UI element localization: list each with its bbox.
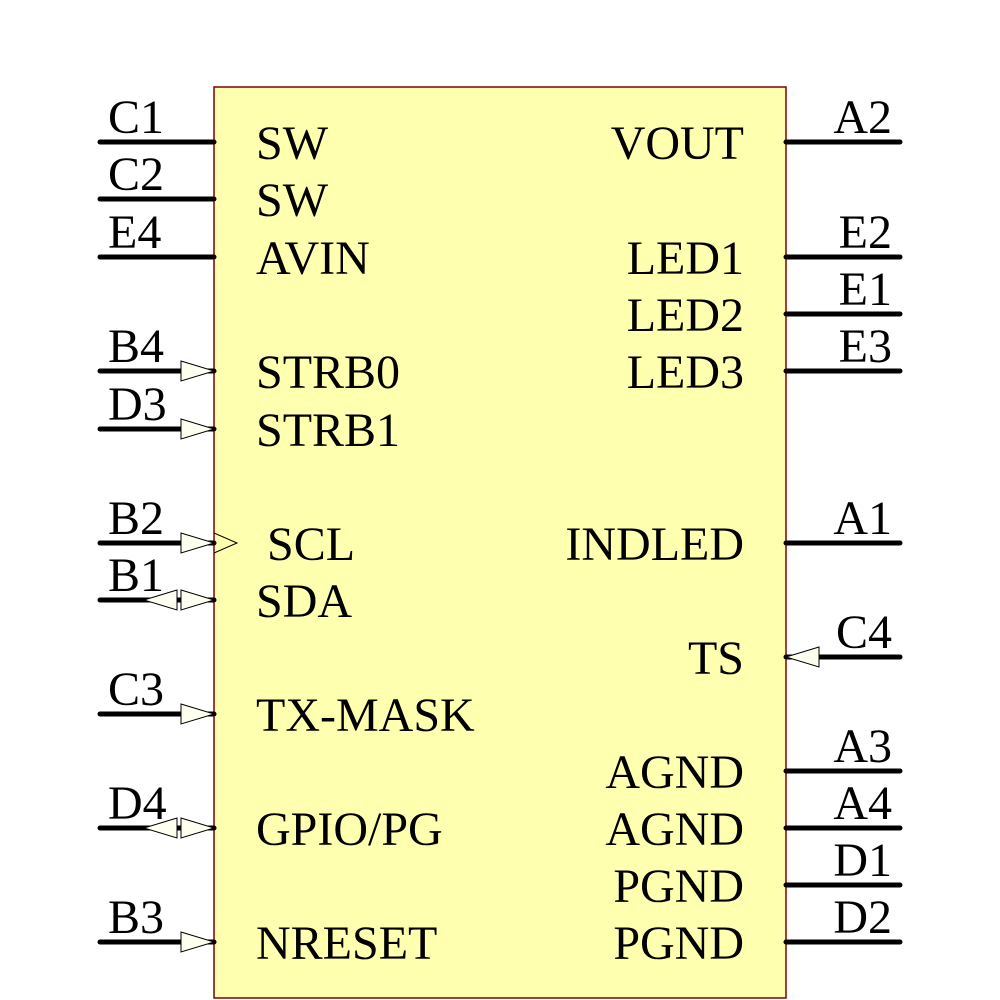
- pin-right-e3[interactable]: E3 LED3: [627, 320, 903, 399]
- pin-right-a4[interactable]: A4 AGND: [605, 777, 903, 856]
- pin-name: SW: [256, 174, 329, 227]
- pin-name: AVIN: [256, 232, 370, 285]
- pin-right-d2[interactable]: D2 PGND: [613, 891, 903, 970]
- pin-name: PGND: [613, 917, 744, 970]
- pin-number: A3: [833, 720, 892, 773]
- pin-name: STRB0: [256, 346, 400, 399]
- input-arrow-icon: [180, 589, 216, 611]
- pin-name: AGND: [605, 746, 744, 799]
- pin-left-b3[interactable]: B3 NRESET: [97, 891, 437, 970]
- pin-number: E3: [839, 320, 892, 373]
- pin-number: C2: [108, 148, 164, 201]
- input-arrow-icon: [180, 532, 216, 554]
- pin-name: LED1: [627, 232, 744, 285]
- output-arrow-icon: [142, 817, 178, 839]
- pin-name: VOUT: [611, 117, 744, 170]
- pin-right-a1[interactable]: A1 INDLED: [565, 492, 903, 571]
- pin-number: B3: [108, 891, 164, 944]
- pin-name: GPIO/PG: [256, 803, 443, 856]
- pin-left-c3[interactable]: C3 TX-MASK: [97, 663, 475, 742]
- input-arrow-icon: [180, 931, 216, 953]
- right-pins: A2VOUTE2LED1E1LED2E3LED3A1INDLEDC4TSA3AG…: [565, 91, 903, 970]
- pin-right-a3[interactable]: A3 AGND: [605, 720, 903, 799]
- pin-right-d1[interactable]: D1 PGND: [613, 834, 903, 913]
- pin-number: B4: [108, 320, 164, 373]
- pin-left-d3[interactable]: D3 STRB1: [97, 378, 400, 457]
- pin-number: D2: [833, 891, 892, 944]
- pin-name: SCL: [267, 518, 355, 571]
- pin-number: C4: [836, 606, 892, 659]
- output-arrow-icon: [142, 589, 178, 611]
- pin-left-b2[interactable]: B2 SCL: [97, 492, 355, 571]
- pin-name: AGND: [605, 803, 744, 856]
- clock-symbol-icon: [213, 532, 239, 554]
- pin-left-e4[interactable]: E4 AVIN: [97, 206, 370, 285]
- input-arrow-icon: [180, 703, 216, 725]
- pin-right-a2[interactable]: A2 VOUT: [611, 91, 903, 170]
- pin-number: B2: [108, 492, 164, 545]
- pin-name: NRESET: [256, 917, 437, 970]
- pin-number: B1: [108, 549, 164, 602]
- pin-left-c1[interactable]: C1 SW: [97, 91, 329, 170]
- pin-number: E1: [839, 263, 892, 316]
- pin-name: SW: [256, 117, 329, 170]
- pin-name: LED2: [627, 289, 744, 342]
- pin-number: E2: [839, 206, 892, 259]
- pin-number: D4: [108, 777, 167, 830]
- pin-left-d4[interactable]: D4 GPIO/PG: [97, 777, 443, 856]
- pin-number: A4: [833, 777, 892, 830]
- pin-right-c4[interactable]: C4 TS: [688, 606, 903, 685]
- input-arrow-icon: [180, 418, 216, 440]
- pin-name: TX-MASK: [256, 689, 475, 742]
- pin-left-b1[interactable]: B1 SDA: [97, 549, 352, 628]
- pin-number: D1: [833, 834, 892, 887]
- component-body[interactable]: [213, 86, 787, 999]
- pin-left-b4[interactable]: B4 STRB0: [97, 320, 400, 399]
- pin-number: D3: [108, 378, 167, 431]
- pin-left-c2[interactable]: C2 SW: [97, 148, 329, 227]
- pin-name: STRB1: [256, 404, 400, 457]
- pin-name: PGND: [613, 860, 744, 913]
- pin-number: C3: [108, 663, 164, 716]
- pin-name: TS: [688, 632, 744, 685]
- pin-right-e2[interactable]: E2 LED1: [627, 206, 903, 285]
- pin-number: C1: [108, 91, 164, 144]
- pin-number: E4: [108, 206, 161, 259]
- pin-name: SDA: [256, 575, 352, 628]
- pin-number: A1: [833, 492, 892, 545]
- pin-right-e1[interactable]: E1 LED2: [627, 263, 903, 342]
- input-arrow-icon: [784, 646, 820, 668]
- pin-number: A2: [833, 91, 892, 144]
- input-arrow-icon: [180, 817, 216, 839]
- pin-name: INDLED: [565, 518, 744, 571]
- input-arrow-icon: [180, 360, 216, 382]
- pin-name: LED3: [627, 346, 744, 399]
